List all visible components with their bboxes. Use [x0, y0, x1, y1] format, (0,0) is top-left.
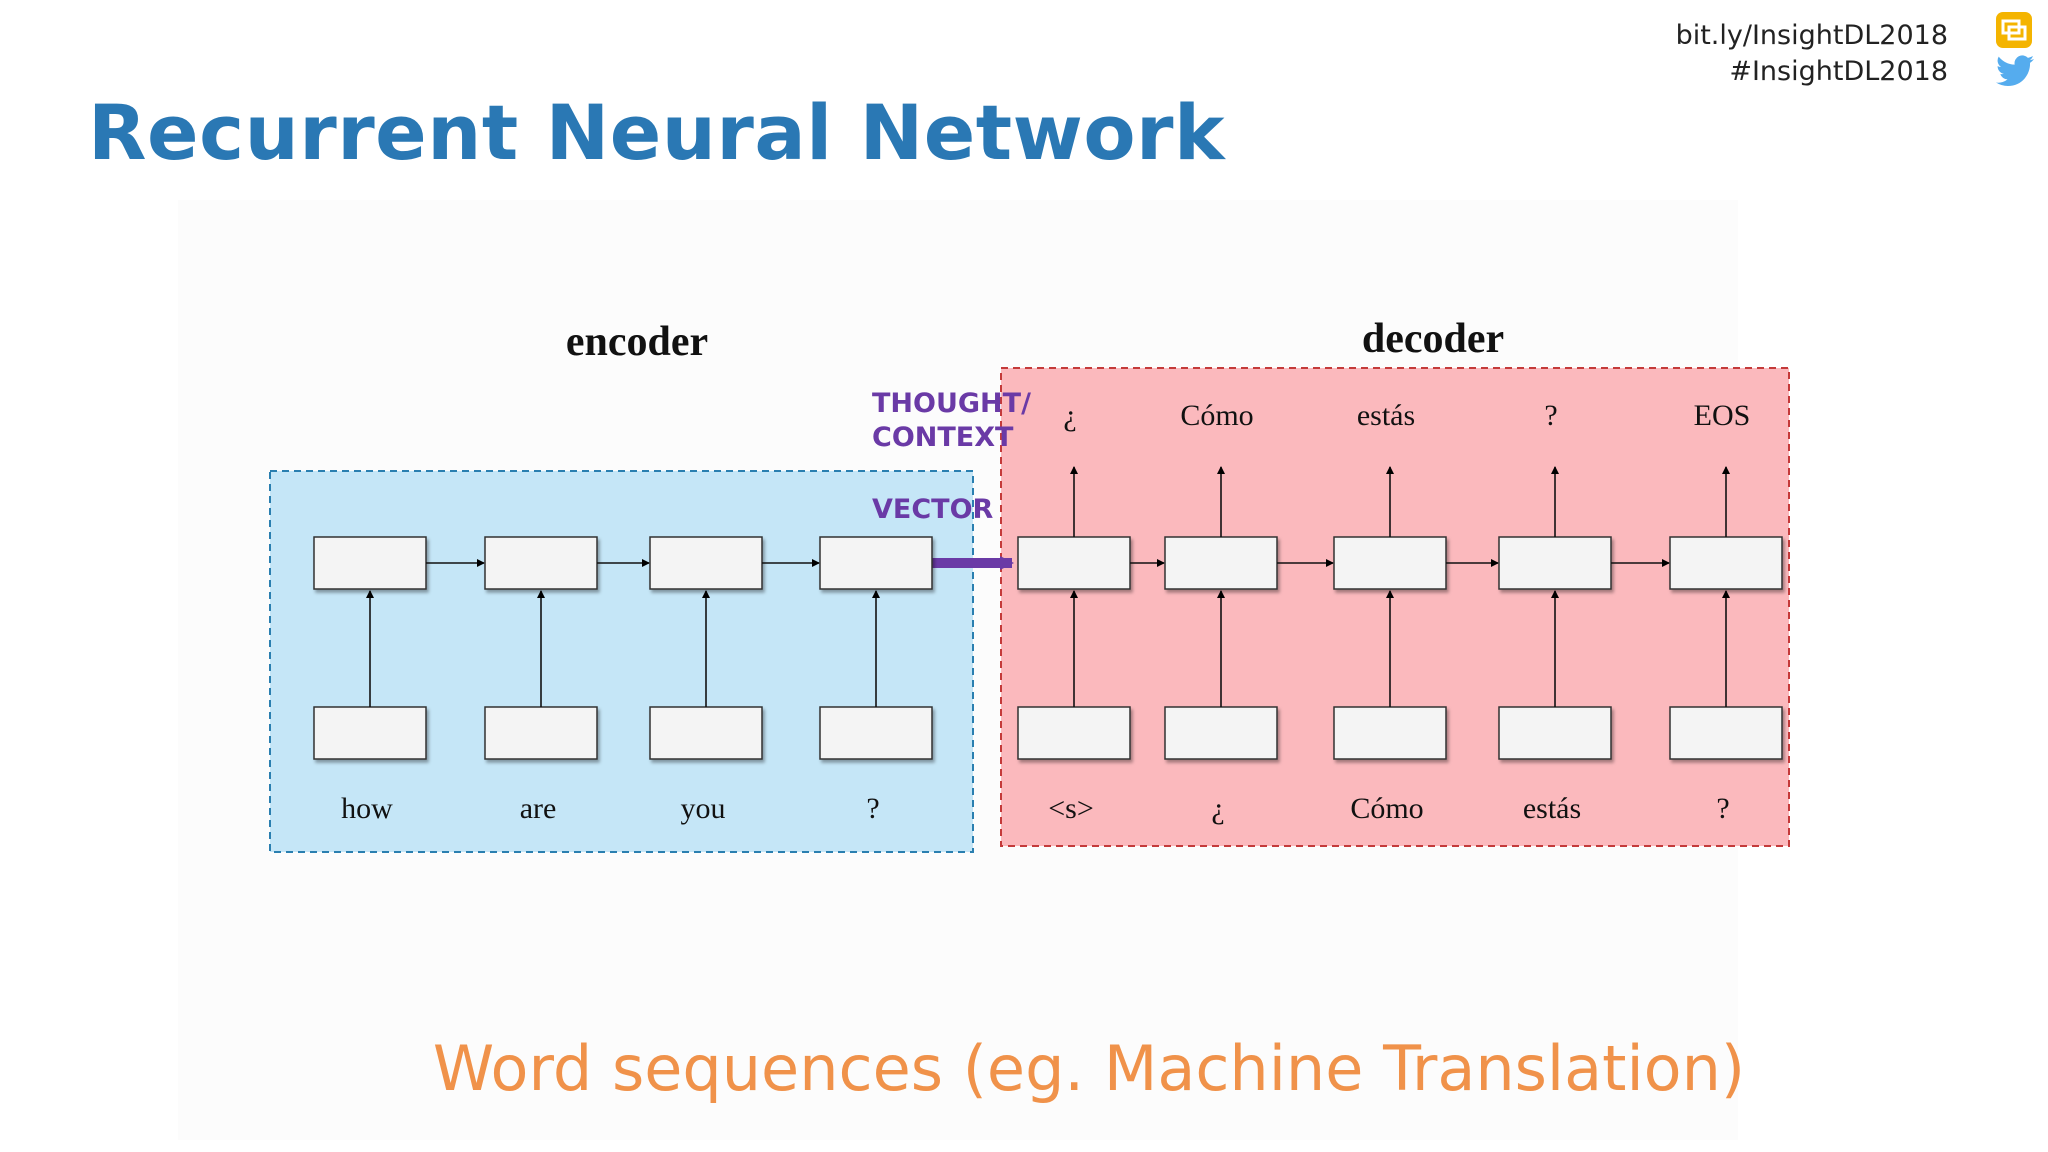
slides-link[interactable]: bit.ly/InsightDL2018: [1675, 20, 1948, 51]
encoder-input-cell: [313, 706, 427, 760]
decoder-output-word: ?: [1544, 399, 1557, 432]
encoder-input-cell: [484, 706, 598, 760]
decoder-hidden-cell: [1333, 536, 1447, 590]
context-label-line1: THOUGHT/: [872, 388, 1031, 419]
encoder-hidden-cell: [313, 536, 427, 590]
decoder-input-word: ¿: [1211, 792, 1224, 825]
decoder-hidden-cell: [1164, 536, 1278, 590]
decoder-input-word: ?: [1716, 792, 1729, 825]
encoder-input-cell: [819, 706, 933, 760]
encoder-cells: how are you?: [313, 536, 933, 825]
decoder-input-word: estás: [1523, 792, 1581, 825]
decoder-input-word: Cómo: [1350, 792, 1423, 825]
encoder-hidden-cell: [649, 536, 763, 590]
decoder-label: decoder: [1362, 316, 1504, 362]
decoder-hidden-cell: [1017, 536, 1131, 590]
decoder-output-word: EOS: [1694, 399, 1751, 432]
context-label-line3: VECTOR: [872, 494, 994, 525]
encoder-hidden-cell: [484, 536, 598, 590]
decoder-input-cell: [1017, 706, 1131, 760]
decoder-input-cell: [1669, 706, 1783, 760]
slides-icon: [1996, 12, 2032, 48]
decoder-hidden-cell: [1498, 536, 1612, 590]
decoder-input-cell: [1333, 706, 1447, 760]
slide-title: Recurrent Neural Network: [88, 88, 1226, 177]
decoder-input-word: <s>: [1048, 792, 1094, 825]
hashtag-text: #InsightDL2018: [1729, 56, 1948, 87]
encoder-panel: [269, 470, 974, 853]
encoder-input-word: ?: [866, 792, 879, 825]
slide-subtitle: Word sequences (eg. Machine Translation): [432, 1032, 1746, 1105]
encoder-input-word: you: [681, 792, 726, 825]
decoder-output-word: Cómo: [1180, 399, 1253, 432]
social-header: bit.ly/InsightDL2018 #InsightDL2018: [1676, 18, 1948, 90]
encoder-input-word: how: [341, 792, 393, 825]
encoder-input-word: are: [520, 792, 557, 825]
decoder-output-word: estás: [1357, 399, 1415, 432]
decoder-hidden-cell: [1669, 536, 1783, 590]
encoder-hidden-cell: [819, 536, 933, 590]
encoder-input-cell: [649, 706, 763, 760]
twitter-icon[interactable]: [1996, 55, 2034, 87]
decoder-panel: [1000, 367, 1790, 847]
decoder-input-cell: [1498, 706, 1612, 760]
decoder-input-cell: [1164, 706, 1278, 760]
encoder-label: encoder: [566, 319, 708, 365]
decoder-output-word: ¿: [1063, 399, 1076, 432]
context-label-line2: CONTEXT: [872, 422, 1014, 453]
